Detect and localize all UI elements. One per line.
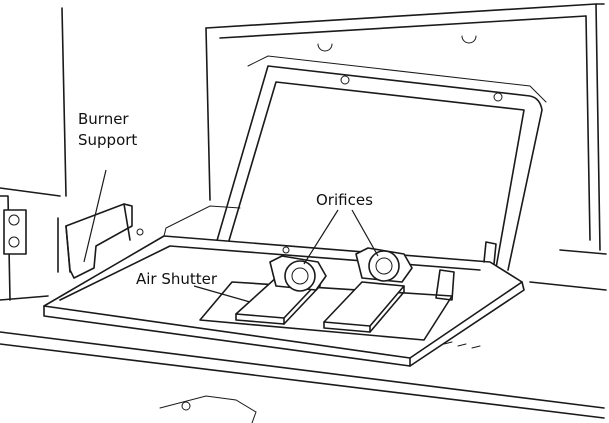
orifice-right [355,247,413,283]
air-shutter-label: Air Shutter [136,270,218,288]
leader-lines [83,169,379,303]
left-hardware [0,187,61,301]
left-wall-edge [61,7,67,197]
screw-icon [340,75,350,85]
burner-support [65,203,133,279]
back-panel [205,3,605,251]
screw-icon [493,92,503,102]
burner-support-label-line1: Burner [78,110,129,128]
cover-plate [215,55,547,271]
cabinet-base [0,249,607,423]
orifices-label: Orifices [316,191,373,209]
orifice-left [269,255,327,292]
burner-support-label-line2: Support [78,131,137,149]
burner-tube-right [323,281,405,333]
